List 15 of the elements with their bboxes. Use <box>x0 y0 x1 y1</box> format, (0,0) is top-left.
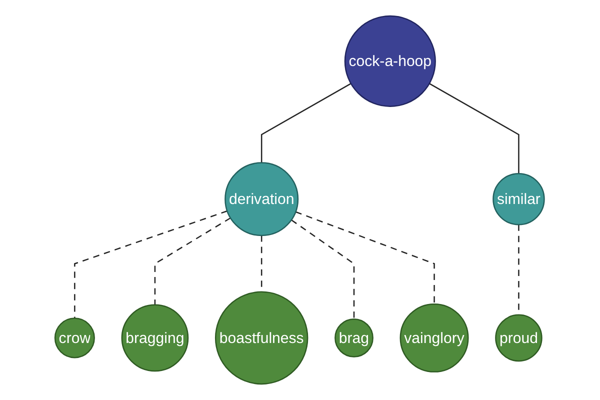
connector <box>429 83 520 174</box>
connector <box>154 217 232 305</box>
node-circle: similar <box>492 173 546 226</box>
connector <box>74 210 228 318</box>
connector <box>291 219 355 320</box>
node-circle: boastfulness <box>215 291 309 385</box>
connector <box>261 83 352 163</box>
node-circle: derivation <box>224 162 299 236</box>
connector <box>296 211 436 304</box>
node-circle: cock-a-hoop <box>344 15 436 107</box>
node-circle: vainglory <box>400 303 470 372</box>
node-circle: brag <box>334 318 374 358</box>
node-circle: bragging <box>122 304 189 372</box>
node-circle: proud <box>495 314 543 362</box>
node-circle: crow <box>54 318 96 358</box>
